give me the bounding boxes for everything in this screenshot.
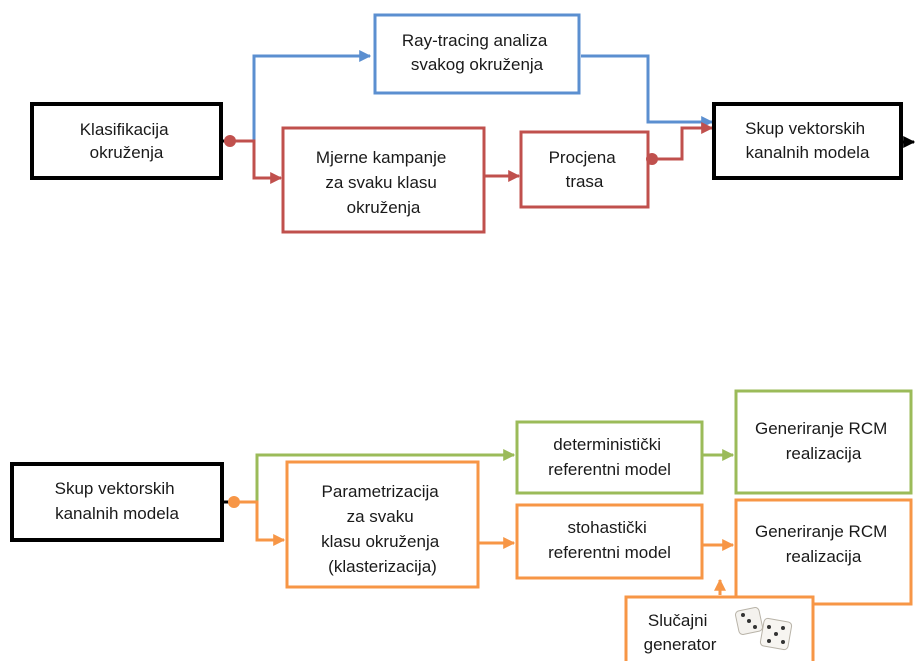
svg-text:Procjena trasa: Procjena trasa <box>549 148 621 191</box>
measurement-line-3: okruženja <box>347 198 421 217</box>
svg-text:Slučajni generator: Slučajni generator <box>644 611 717 654</box>
estimation-box: Procjena trasa <box>519 130 650 209</box>
generate-det-line-1: Generiranje RCM <box>755 419 887 438</box>
parametrization-line-1: Parametrizacija <box>322 482 440 501</box>
random-gen-line-2: generator <box>644 635 717 654</box>
deterministic-line-1: deterministički <box>553 435 661 454</box>
orange-connector-to-parametrization <box>234 500 286 546</box>
svg-text:Generiranje RCM realizac: Generiranje RCM realizacija <box>755 522 892 566</box>
parametrization-line-2: za svaku <box>347 507 414 526</box>
svg-text:Skup vektorskih kanalnih: Skup vektorskih kanalnih modela <box>745 119 870 162</box>
ray-tracing-line-1: Ray-tracing analiza <box>402 31 548 50</box>
svg-text:stohastički referentni m: stohastički referentni model <box>548 518 671 562</box>
parametrization-box: Parametrizacija za svaku klasu okruženja… <box>285 460 480 589</box>
estimation-line-1: Procjena <box>549 148 617 167</box>
svg-text:deterministički referent: deterministički referentni model <box>548 435 671 479</box>
vector-set-box-bottom: Skup vektorskih kanalnih modela <box>10 462 224 542</box>
measurement-line-1: Mjerne kampanje <box>316 148 446 167</box>
ray-tracing-box: Ray-tracing analiza svakog okruženja <box>373 13 581 95</box>
top-connectors <box>221 50 915 184</box>
vector-set-bottom-line-1: Skup vektorskih <box>55 479 175 498</box>
red-connector-est-to-vectorset <box>652 122 714 161</box>
svg-text:Skup vektorskih kanalnih: Skup vektorskih kanalnih modela <box>55 479 180 523</box>
random-gen-line-1: Slučajni <box>648 611 708 630</box>
classification-line-1: Klasifikacija <box>80 120 169 139</box>
parametrization-line-3: klasu okruženja <box>321 532 440 551</box>
deterministic-line-2: referentni model <box>548 460 671 479</box>
blue-connector-to-vectorset <box>581 54 714 128</box>
svg-text:Parametrizacija za svaku: Parametrizacija za svaku klasu okruženja… <box>321 482 444 576</box>
junction-dot-top <box>224 135 236 147</box>
svg-text:Mjerne kampanje za svaku: Mjerne kampanje za svaku klasu okruženja <box>316 148 451 217</box>
generate-det-line-2: realizacija <box>786 444 862 463</box>
parametrization-line-4: (klasterizacija) <box>328 557 437 576</box>
measurement-line-2: za svaku klasu <box>325 173 437 192</box>
stochastic-line-2: referentni model <box>548 543 671 562</box>
dice-icon <box>735 607 793 651</box>
deterministic-box: deterministički referentni model <box>515 420 704 495</box>
junction-dot-estimation <box>646 153 658 165</box>
red-connector-to-measurement <box>230 139 283 184</box>
measurement-box: Mjerne kampanje za svaku klasu okruženja <box>281 126 486 234</box>
junction-dot-bottom <box>228 496 240 508</box>
generate-deterministic-box: Generiranje RCM realizacija <box>734 389 913 495</box>
generate-stochastic-box: Generiranje RCM realizacija <box>734 498 913 606</box>
svg-text:Generiranje RCM realizac: Generiranje RCM realizacija <box>755 419 892 463</box>
classification-line-2: okruženja <box>90 143 164 162</box>
svg-text:Ray-tracing analiza svak: Ray-tracing analiza svakog okruženja <box>402 31 552 74</box>
stochastic-line-1: stohastički <box>567 518 646 537</box>
svg-text:Klasifikacija okruženja: Klasifikacija okruženja <box>80 120 174 162</box>
vector-set-top-line-2: kanalnih modela <box>746 143 870 162</box>
vector-set-box-top: Skup vektorskih kanalnih modela <box>712 102 903 180</box>
classification-box: Klasifikacija okruženja <box>30 102 223 180</box>
vector-set-bottom-line-2: kanalnih modela <box>55 504 179 523</box>
generate-sto-line-1: Generiranje RCM <box>755 522 887 541</box>
random-generator-box: Slučajni generator <box>624 595 815 661</box>
generate-sto-line-2: realizacija <box>786 547 862 566</box>
ray-tracing-line-2: svakog okruženja <box>411 55 544 74</box>
estimation-line-2: trasa <box>566 172 604 191</box>
stochastic-box: stohastički referentni model <box>515 503 704 580</box>
vector-set-top-line-1: Skup vektorskih <box>745 119 865 138</box>
